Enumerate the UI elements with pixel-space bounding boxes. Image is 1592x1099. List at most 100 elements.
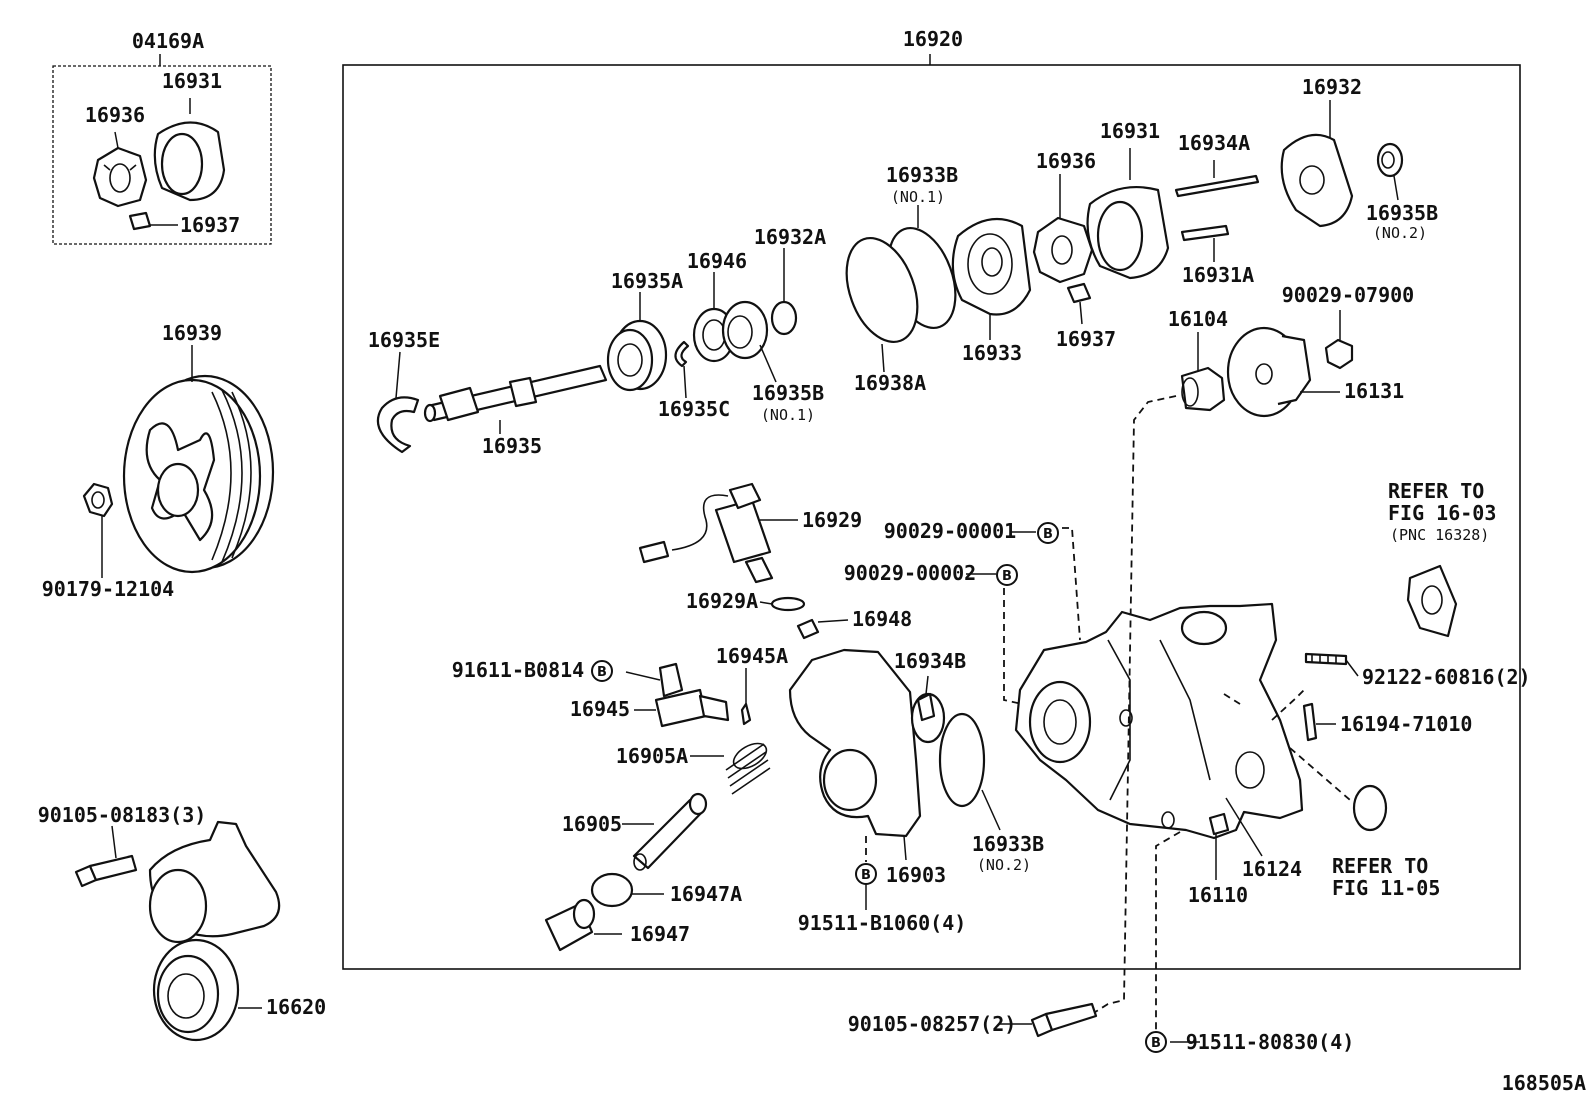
dash-line-8: [1223, 693, 1241, 705]
pin-34a-drawing: [1174, 174, 1260, 198]
label-snap-ring: 16935E: [368, 328, 440, 352]
pulley-drawing: [122, 374, 275, 574]
svg-text:B: B: [1002, 569, 1012, 584]
refer-11-05-line1: REFER TO: [1332, 854, 1428, 878]
label-oring-47a: 16947A: [670, 882, 742, 906]
rotor-drawing: [1032, 216, 1094, 284]
label-oring-32a: 16932A: [754, 225, 826, 249]
dash-line-4: [1155, 831, 1181, 1040]
label-rear-cover: 16131: [1344, 379, 1404, 403]
gasket-16328-drawing: [1406, 564, 1458, 638]
label-sensor: 16945: [570, 697, 630, 721]
label-bearing-no2: 16935B: [1366, 201, 1438, 225]
label-front-housing: 16903: [886, 863, 946, 887]
bolt-71010-drawing: [1302, 702, 1318, 742]
oring-45a-drawing: [740, 702, 752, 726]
bearing-no2-drawing: [1376, 142, 1404, 178]
svg-text:B: B: [1043, 527, 1053, 542]
kit-group-label: 04169A: [132, 29, 204, 53]
label-rotor: 16936: [1036, 149, 1096, 173]
label-pulley-nut: 90179-12104: [42, 577, 174, 601]
label-union-bolt-1: 90029-00001: [884, 519, 1016, 543]
dash-line-1: [1062, 527, 1081, 641]
label-pin-34a: 16934A: [1178, 131, 1250, 155]
label-housing-bolt: 91511-B1060(4): [798, 911, 967, 935]
oring-47a-drawing: [590, 872, 634, 908]
oring-34b-drawing: [916, 692, 936, 722]
dash-line-5: [1271, 687, 1307, 721]
label-stud: 92122-60816(2): [1362, 665, 1531, 689]
refer-16-03-line2: FIG 16-03: [1388, 501, 1496, 525]
label-union-bolt-2: 90029-00002: [844, 561, 976, 585]
label-rear-housing: 16124: [1242, 857, 1302, 881]
label-side-plate: 16933: [962, 341, 1022, 365]
label-tensioner: 16620: [266, 995, 326, 1019]
nut-drawing: [1324, 338, 1354, 370]
label-oring-29a: 16929A: [686, 589, 758, 613]
note-bearing-b-no1: (NO.1): [761, 406, 815, 424]
spring-drawing: [725, 742, 771, 795]
label-sensor-bolt: 91611-B0814: [452, 658, 584, 682]
dash-line-2: [1003, 588, 1023, 705]
shaft-drawing: [423, 364, 608, 423]
label-vane: 16937: [1056, 327, 1116, 351]
label-fitting: 16110: [1188, 883, 1248, 907]
label-plug: 16947: [630, 922, 690, 946]
label-bearing-a: 16935A: [611, 269, 683, 293]
label-oring-45a: 16945A: [716, 644, 788, 668]
oring-32a-drawing: [770, 300, 798, 336]
valve-drawing: [632, 792, 708, 871]
label-shaft: 16935: [482, 434, 542, 458]
kit-rotor-drawing: [92, 146, 148, 208]
fastener-mark-b-3: B: [591, 660, 613, 682]
label-bushing: 16104: [1168, 307, 1228, 331]
kit-cam-ring-drawing: [153, 121, 226, 202]
note-oring-33b-no1: (NO.1): [891, 188, 945, 206]
assembly-label: 16920: [903, 27, 963, 51]
svg-text:B: B: [1151, 1036, 1161, 1051]
cam-ring-drawing: [1086, 186, 1170, 280]
dash-line-6: [1289, 747, 1351, 801]
stud-drawing: [1304, 652, 1348, 666]
label-bolt-71010: 16194-71010: [1340, 712, 1472, 736]
oring-29a-drawing: [770, 596, 806, 612]
refer-16-03-line3: (PNC 16328): [1390, 526, 1489, 544]
bushing-drawing: [1180, 366, 1226, 412]
label-kit-vane: 16937: [180, 213, 240, 237]
label-valve: 16905: [562, 812, 622, 836]
label-oring-38a: 16938A: [854, 371, 926, 395]
figure-id: 168505A: [1502, 1071, 1586, 1095]
side-plate-drawing: [951, 217, 1032, 316]
pulley-nut-drawing: [82, 482, 114, 518]
label-solenoid: 16929: [802, 508, 862, 532]
note-oring-33b-no2: (NO.2): [977, 856, 1031, 874]
snap-ring-drawing: [376, 396, 420, 454]
rear-cover-drawing: [1226, 326, 1312, 418]
label-nut: 90029-07900: [1282, 283, 1414, 307]
label-filter: 16948: [852, 607, 912, 631]
plug-drawing: [544, 898, 596, 952]
fastener-mark-b-2: B: [996, 564, 1018, 586]
label-oring-33b-no2: 16933B: [972, 832, 1044, 856]
bearing-a-drawing: [606, 319, 668, 392]
solenoid-drawing: [638, 482, 774, 584]
label-pin-31a: 16931A: [1182, 263, 1254, 287]
kit-vane-drawing: [128, 211, 152, 231]
tensioner-drawing: [148, 820, 281, 1042]
bearing-b-no1-drawing: [721, 300, 769, 360]
refer-11-05-line2: FIG 11-05: [1332, 876, 1440, 900]
front-housing-drawing: [788, 648, 946, 838]
label-bottom-bolt-2: 91511-80830(4): [1186, 1030, 1355, 1054]
kit-group-box: [52, 65, 272, 245]
label-kit-case: 16931: [162, 69, 222, 93]
assembly-box: [342, 64, 1521, 970]
bottom-bolt-drawing: [1030, 1002, 1098, 1038]
label-tensioner-bolt: 90105-08183(3): [38, 803, 207, 827]
dash-line-3: [1091, 395, 1177, 1015]
rear-plate-drawing: [1280, 133, 1354, 228]
fastener-mark-b-5: B: [1145, 1031, 1167, 1053]
rear-housing-drawing: [1014, 602, 1304, 840]
oring-38a-drawing: [845, 236, 919, 344]
label-seal: 16946: [687, 249, 747, 273]
